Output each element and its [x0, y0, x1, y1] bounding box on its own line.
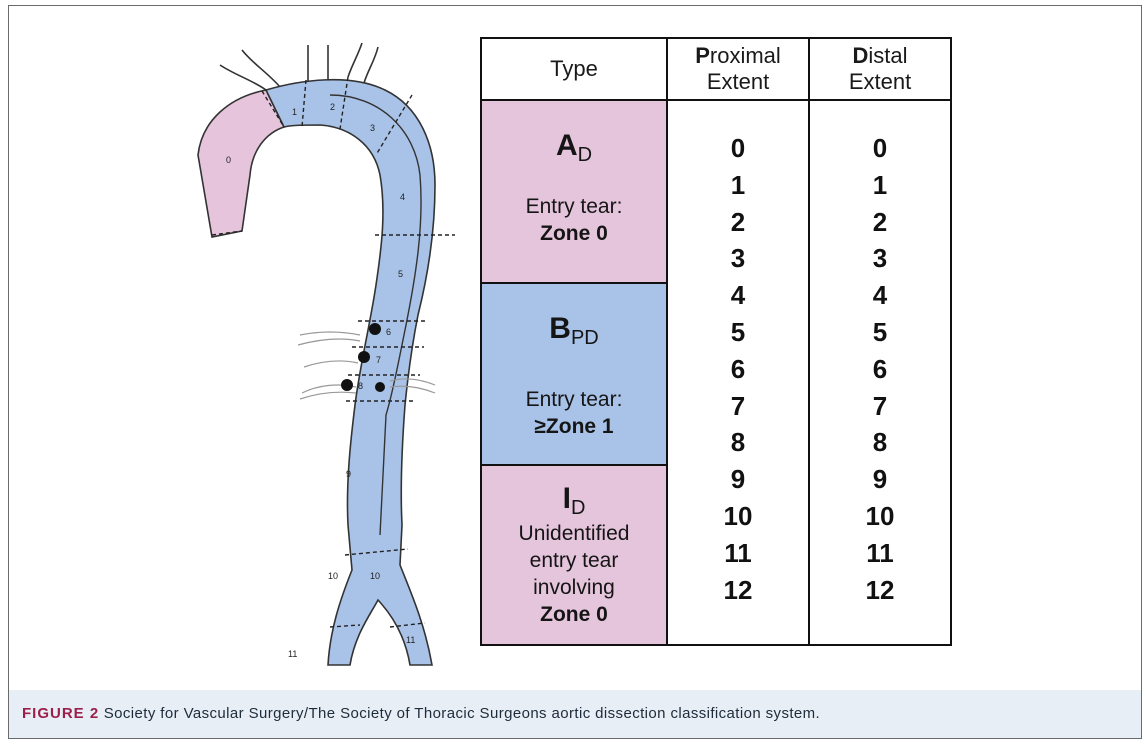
type-row-a: AD Entry tear: Zone 0 0 1 2 3 4 5 6 7 8 …	[481, 100, 951, 283]
caption-text: Society for Vascular Surgery/The Society…	[99, 705, 820, 722]
aorta-zone-diagram: 0 1 2 3 4 5 6 7 8 9 10 10 11 11	[180, 35, 460, 675]
type-b-entry: Entry tear: ≥Zone 1	[482, 386, 666, 440]
type-i-cell: ID Unidentified entry tear involving Zon…	[481, 465, 667, 645]
distal-zone: 0	[873, 130, 887, 167]
proximal-zone: 2	[731, 204, 745, 241]
proximal-zone: 9	[731, 461, 745, 498]
header-proximal-extent: Proximal Extent	[667, 38, 809, 100]
distal-zone: 4	[873, 277, 887, 314]
zone-label-3: 3	[370, 123, 375, 133]
distal-zone: 7	[873, 388, 887, 425]
proximal-zone: 11	[724, 535, 752, 572]
proximal-initial: P	[695, 43, 710, 68]
zone-label-5: 5	[398, 269, 403, 279]
distal-zone: 1	[873, 167, 887, 204]
zone-label-8: 8	[358, 381, 363, 391]
type-i-entry: Unidentified entry tear involving Zone 0	[482, 520, 666, 628]
distal-zone: 8	[873, 424, 887, 461]
distal-extent-column: 0 1 2 3 4 5 6 7 8 9 10 11 12	[809, 100, 951, 645]
proximal-zone: 7	[731, 388, 745, 425]
zone-label-1: 1	[292, 107, 297, 117]
type-b-cell: BPD Entry tear: ≥Zone 1	[481, 283, 667, 465]
zone-label-10-right: 10	[328, 571, 338, 581]
zone-label-4: 4	[400, 192, 405, 202]
figure-label: FIGURE 2	[22, 705, 99, 722]
proximal-rest: roximal	[710, 43, 781, 68]
zone-label-9: 9	[346, 469, 351, 479]
distal-zone: 10	[866, 498, 895, 535]
type-a-entry: Entry tear: Zone 0	[482, 193, 666, 247]
proximal-zone: 10	[724, 498, 753, 535]
distal-extent-values: 0 1 2 3 4 5 6 7 8 9 10 11 12	[810, 101, 950, 608]
proximal-zone: 3	[731, 240, 745, 277]
proximal-zone: 6	[731, 351, 745, 388]
proximal-zone: 12	[724, 572, 753, 609]
proximal-zone: 0	[731, 130, 745, 167]
distal-initial: D	[852, 43, 868, 68]
zone-0-ascending-aorta	[198, 90, 284, 237]
zone-label-11-left: 11	[406, 635, 415, 645]
distal-rest: istal	[868, 43, 907, 68]
zone-label-2: 2	[330, 102, 335, 112]
proximal-extent-values: 0 1 2 3 4 5 6 7 8 9 10 11 12	[668, 101, 808, 608]
zone-label-11-right: 11	[288, 649, 297, 659]
distal-zone: 3	[873, 240, 887, 277]
proximal-extent-column: 0 1 2 3 4 5 6 7 8 9 10 11 12	[667, 100, 809, 645]
proximal-zone: 4	[731, 277, 745, 314]
type-b-name: BPD	[482, 312, 666, 346]
table-header-row: Type Proximal Extent Distal Extent	[481, 38, 951, 100]
type-a-cell: AD Entry tear: Zone 0	[481, 100, 667, 283]
proximal-zone: 5	[731, 314, 745, 351]
distal-zone: 9	[873, 461, 887, 498]
zone-label-0: 0	[226, 155, 231, 165]
distal-zone: 6	[873, 351, 887, 388]
distal-zone: 11	[866, 535, 894, 572]
distal-zone: 2	[873, 204, 887, 241]
proximal-second-line: Extent	[668, 69, 808, 95]
figure-caption: FIGURE 2 Society for Vascular Surgery/Th…	[9, 690, 1141, 738]
type-a-name: AD	[482, 129, 666, 163]
distal-zone: 5	[873, 314, 887, 351]
proximal-zone: 8	[731, 424, 745, 461]
distal-zone: 12	[866, 572, 895, 609]
aortic-arch-and-descending-aorta	[266, 80, 435, 665]
distal-second-line: Extent	[810, 69, 950, 95]
header-distal-extent: Distal Extent	[809, 38, 951, 100]
classification-table: Type Proximal Extent Distal Extent AD En…	[480, 37, 952, 646]
proximal-zone: 1	[731, 167, 745, 204]
zone-label-6: 6	[386, 327, 391, 337]
zone-label-7: 7	[376, 355, 381, 365]
header-type: Type	[481, 38, 667, 100]
type-i-name: ID	[482, 482, 666, 516]
zone-label-10-left: 10	[370, 571, 380, 581]
